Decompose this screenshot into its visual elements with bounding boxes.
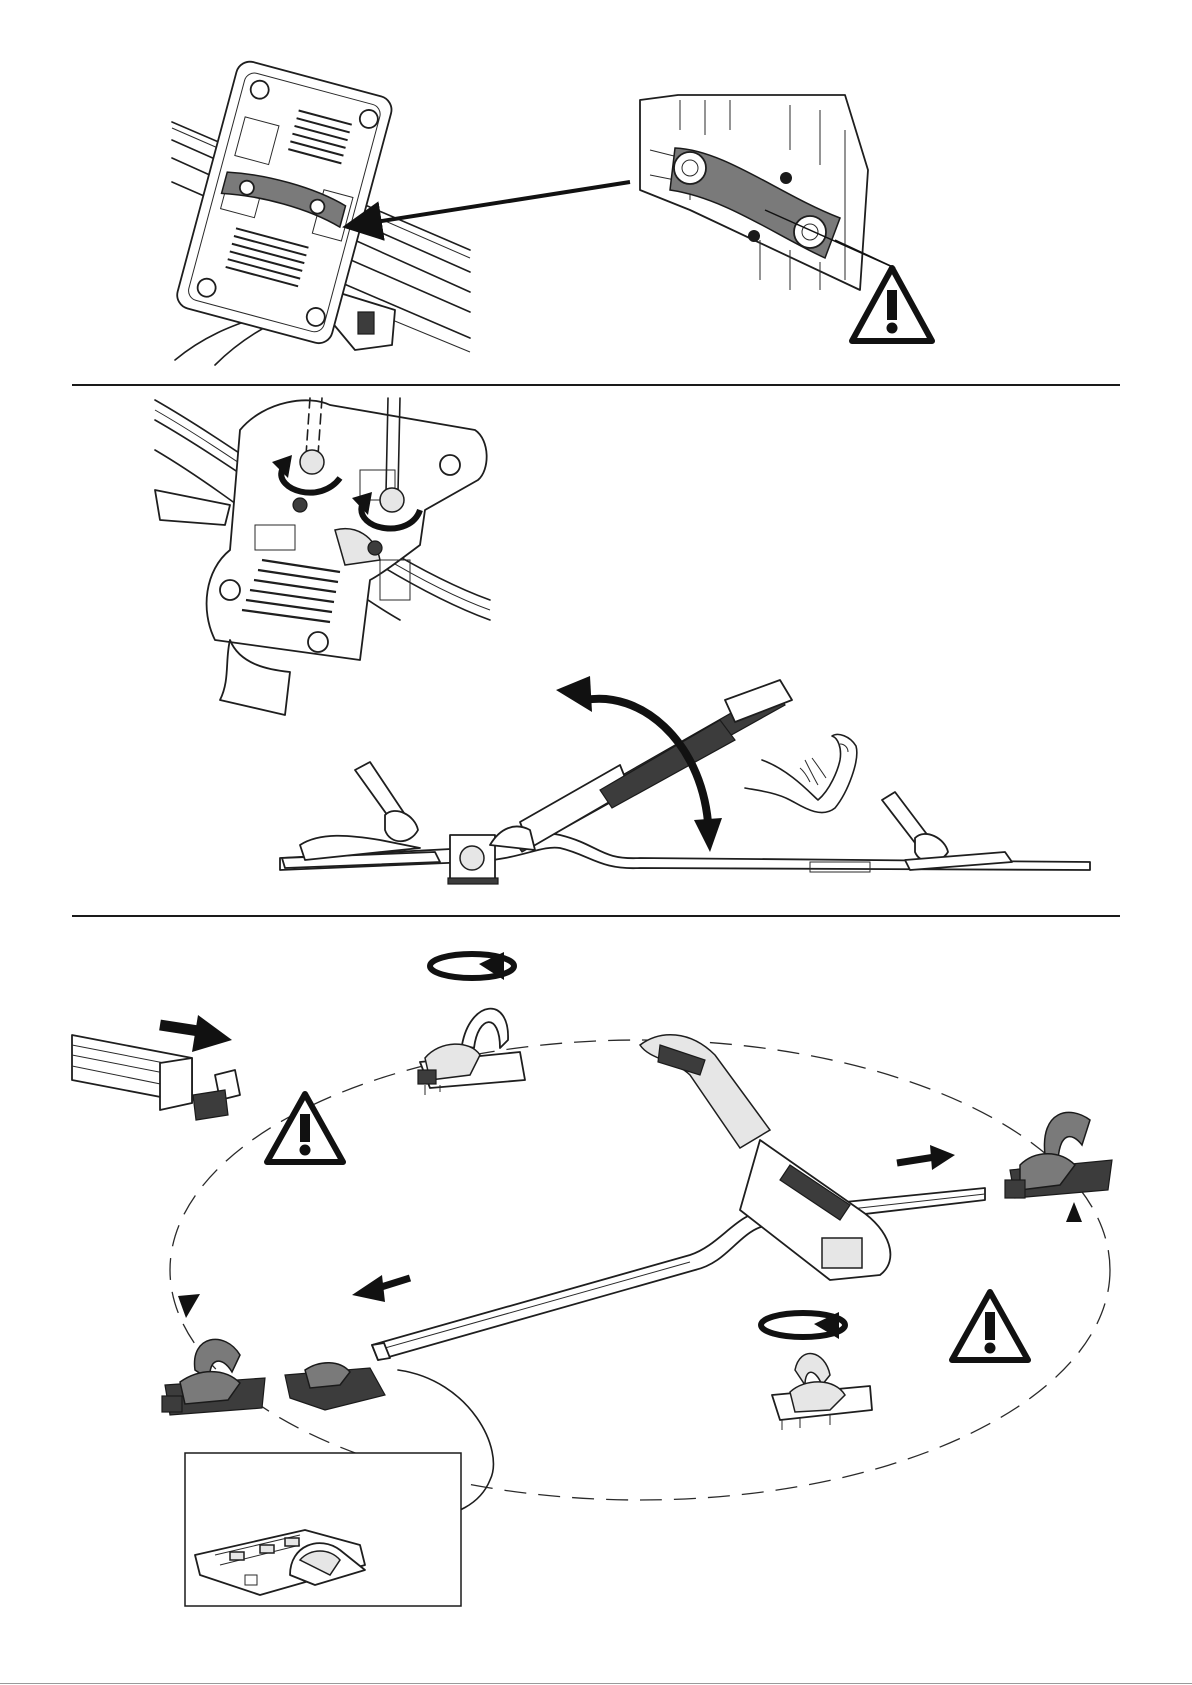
wheel-holder-bottom-right <box>772 1354 872 1430</box>
warning-triangle-icon <box>952 1292 1028 1360</box>
wheel-holder-top <box>418 1009 525 1095</box>
adapter-plate <box>285 1363 385 1410</box>
carrier-rail <box>372 1188 985 1360</box>
rotate-arrow-icon <box>761 1312 845 1339</box>
page-bottom-rule <box>0 1683 1192 1684</box>
direction-arrow-icon <box>897 1145 955 1170</box>
wheel-holder-left <box>162 1339 265 1415</box>
direction-arrow-icon <box>352 1275 410 1302</box>
profile-bar-end <box>72 1035 192 1110</box>
rotate-arrow-icon <box>430 952 514 980</box>
warning-triangle-icon <box>267 1094 343 1162</box>
frame-holder-arm <box>640 1035 890 1280</box>
end-cap <box>193 1070 240 1120</box>
wheel-holder-right <box>1005 1112 1112 1198</box>
direction-arrow-icon <box>160 1015 232 1052</box>
